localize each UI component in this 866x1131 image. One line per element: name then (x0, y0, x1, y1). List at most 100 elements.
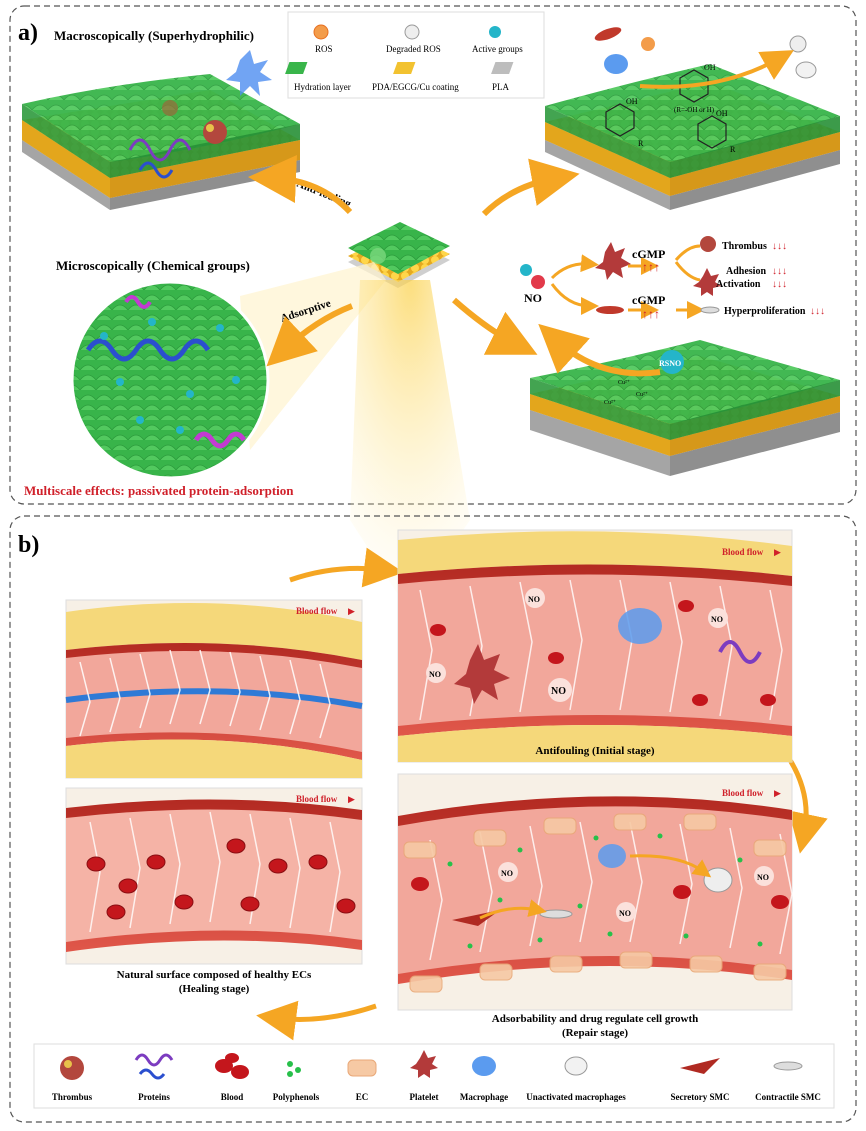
svg-text:PLA: PLA (492, 82, 510, 92)
svg-text:ROS: ROS (315, 44, 333, 54)
multiscale-caption: Multiscale effects: passivated protein-a… (24, 483, 294, 498)
hyper-label: Hyperproliferation (724, 306, 806, 317)
legend-b-secretory: Secretory SMC (670, 1058, 730, 1102)
svg-text:Polyphenols: Polyphenols (273, 1092, 320, 1102)
legend-b-platelet: Platelet (410, 1050, 439, 1102)
cgmp-label-2: cGMP (632, 293, 665, 307)
svg-text:PDA/EGCG/Cu coating: PDA/EGCG/Cu coating (372, 82, 459, 92)
adhesion-down: ↓↓↓ (772, 266, 787, 277)
svg-text:Platelet: Platelet (410, 1092, 439, 1102)
arrow-release (639, 50, 794, 89)
rsno-label: RSNO (659, 359, 681, 368)
chem-structures (605, 69, 727, 149)
blood-flow-arrow-1: ▶ (348, 606, 355, 616)
svg-text:Active groups: Active groups (472, 44, 523, 54)
legend-coating: PDA/EGCG/Cu coating (372, 62, 459, 92)
cu-ion-1: Cu²⁺ (618, 380, 630, 386)
arrow-rsno (538, 323, 661, 377)
repair-caption-1: Adsorbability and drug regulate cell gro… (492, 1013, 698, 1025)
arrow-b-top (289, 547, 404, 588)
micro-title: Microscopically (Chemical groups) (56, 258, 250, 273)
no-markers-antifouling: NO NO NO NO (426, 588, 728, 702)
protein-helix-pink (193, 431, 247, 449)
legend-b-macrophage: Macrophage (460, 1056, 508, 1102)
legend-b-unactivated: Unactivated macrophages (526, 1056, 626, 1102)
hyper-down: ↓↓↓ (810, 306, 825, 317)
antifouling-caption: Antifouling (Initial stage) (535, 745, 655, 757)
svg-text:NO: NO (619, 909, 631, 918)
no-molecule-n (520, 264, 532, 276)
activation-down: ↓↓↓ (772, 279, 787, 290)
platelet-icon (595, 242, 631, 280)
smc-icon (596, 306, 624, 314)
chem-r-1: R (638, 139, 644, 148)
chem-oh-1: OH (704, 63, 716, 72)
cgmp-label-1: cGMP (632, 247, 665, 261)
blood-flow-2: Blood flow (296, 794, 338, 804)
slab-macro (22, 50, 300, 210)
arrow-to-top-right (481, 158, 580, 217)
thrombus-down-a: ↓↓↓ (772, 241, 787, 252)
svg-text:Proteins: Proteins (138, 1092, 170, 1102)
legend-active-groups: Active groups (472, 26, 523, 54)
svg-text:Degraded ROS: Degraded ROS (386, 44, 441, 54)
arrow-adsorptive (266, 303, 354, 367)
cu-ion-2: Cu²⁺ (636, 392, 648, 398)
chem-r-2: R (730, 145, 736, 154)
svg-text:Hydration layer: Hydration layer (294, 82, 351, 92)
cgmp-up-2: ↑↑↑ (642, 307, 660, 321)
arrow-b-right (787, 758, 828, 854)
slab-bottom-right (530, 340, 840, 476)
legend-b-ec: EC (347, 1059, 377, 1102)
blood-flow-1: Blood flow (296, 606, 338, 616)
legend-b-contractile: Contractile SMC (755, 1061, 821, 1102)
legend-b-blood: Blood (215, 1053, 249, 1102)
cu-ion-3: Cu²⁺ (604, 400, 616, 406)
svg-text:NO: NO (528, 595, 540, 604)
protein-helix-blue (85, 338, 211, 362)
activation-label: Activation (716, 279, 761, 290)
svg-text:Blood: Blood (221, 1092, 244, 1102)
legend-b-polyphenols: Polyphenols (273, 1061, 320, 1102)
svg-text:NO: NO (551, 686, 566, 697)
svg-text:Macrophage: Macrophage (460, 1092, 508, 1102)
legend-pla: PLA (491, 62, 514, 92)
active-group-dots (100, 318, 240, 434)
cgmp-up-1: ↑↑↑ (642, 260, 660, 274)
svg-text:NO: NO (429, 670, 441, 679)
legend-hydration: Hydration layer (285, 62, 351, 92)
blood-flow-arrow-3: ▶ (774, 547, 781, 557)
vessel-stent (65, 599, 363, 779)
blood-flow-arrow-4: ▶ (774, 788, 781, 798)
repair-caption-2: (Repair stage) (562, 1027, 628, 1039)
vessel-antifouling (397, 529, 793, 763)
thrombus-label-a: Thrombus (722, 241, 767, 252)
vessel-repair (397, 773, 793, 1011)
svg-text:Unactivated macrophages: Unactivated macrophages (526, 1092, 626, 1102)
panel-a-label: a) (18, 20, 38, 46)
svg-text:NO: NO (501, 869, 513, 878)
platelet-icon-2 (693, 268, 721, 296)
chem-oh-3: OH (716, 109, 728, 118)
legend-ros: ROS (313, 24, 333, 54)
no-molecule-o (531, 275, 545, 289)
blood-flow-arrow-2: ▶ (348, 794, 355, 804)
degraded-ros-particle (789, 35, 807, 53)
slab-top-right (545, 64, 840, 210)
chem-oh-2: OH (626, 97, 638, 106)
macrophage-cell (604, 54, 628, 74)
svg-text:NO: NO (757, 873, 769, 882)
thrombus-icon-a (700, 236, 716, 252)
svg-text:Thrombus: Thrombus (52, 1092, 93, 1102)
healing-caption-1: Natural surface composed of healthy ECs (117, 969, 312, 981)
arrow-no-down (550, 283, 599, 315)
panel-b-label: b) (18, 532, 39, 558)
macro-title: Macroscopically (Superhydrophilic) (54, 28, 254, 43)
svg-text:Secretory SMC: Secretory SMC (670, 1092, 729, 1102)
chem-note: (R=-OH or H) (674, 106, 715, 114)
arrow-to-bottom-right (452, 297, 538, 355)
rsno-molecule (660, 350, 684, 374)
legend-degraded-ros: Degraded ROS (386, 24, 441, 54)
arrow-no-up (550, 254, 599, 280)
